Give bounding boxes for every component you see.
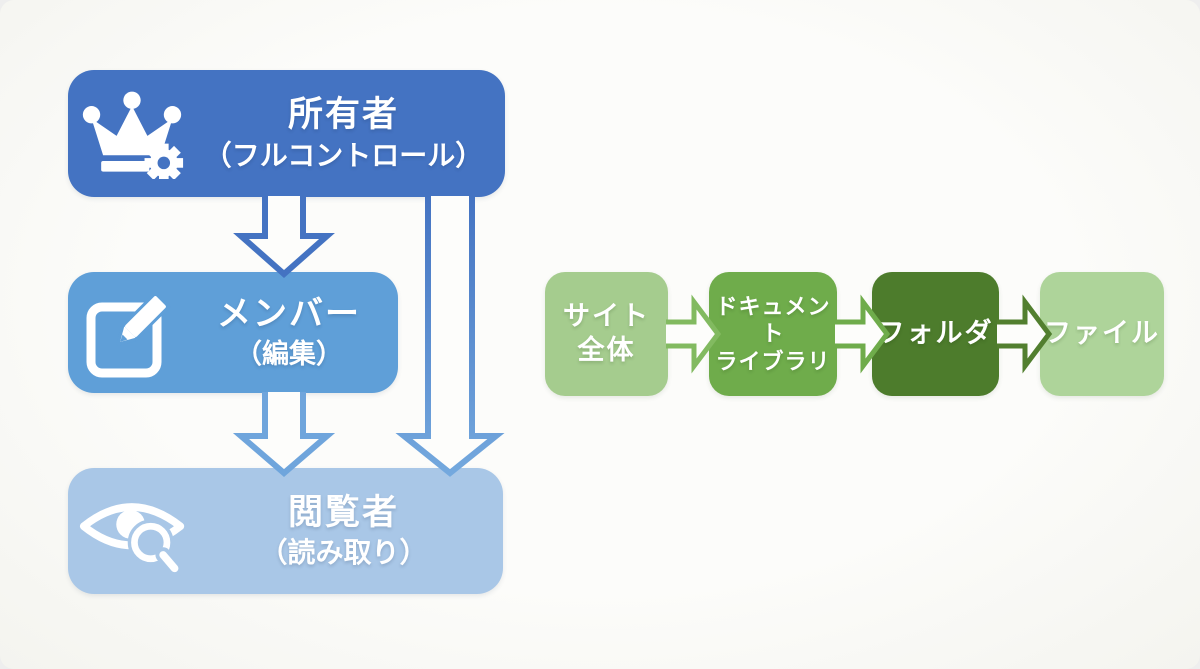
arrow-owner-to-viewer bbox=[395, 196, 505, 477]
arrow-folder-to-file bbox=[997, 294, 1053, 374]
role-box-viewer: 閲覧者 （読み取り） bbox=[68, 468, 503, 594]
role-owner-subtitle: （フルコントロール） bbox=[203, 139, 484, 171]
role-box-member: メンバー （編集） bbox=[68, 272, 398, 393]
role-box-owner: 所有者 （フルコントロール） bbox=[68, 70, 505, 197]
scope-box-library: ドキュメント ライブラリ bbox=[709, 272, 837, 396]
eye-magnifier-icon bbox=[68, 484, 198, 579]
role-viewer-subtitle: （読み取り） bbox=[259, 537, 428, 569]
scope-folder-label: フォルダ bbox=[877, 318, 994, 349]
role-viewer-title: 閲覧者 bbox=[287, 492, 399, 532]
arrow-owner-to-member bbox=[233, 196, 335, 279]
arrow-site-to-library bbox=[666, 294, 722, 374]
scope-box-folder: フォルダ bbox=[872, 272, 999, 396]
role-member-subtitle: （編集） bbox=[235, 338, 343, 369]
scope-box-site: サイト 全体 bbox=[545, 272, 668, 396]
role-member-text: メンバー （編集） bbox=[194, 295, 398, 369]
role-viewer-text: 閲覧者 （読み取り） bbox=[198, 493, 503, 569]
arrow-library-to-folder bbox=[835, 294, 891, 374]
arrow-member-to-viewer bbox=[232, 392, 336, 477]
edit-pencil-icon bbox=[68, 285, 194, 381]
scope-box-file: ファイル bbox=[1040, 272, 1164, 396]
crown-gear-icon bbox=[68, 89, 196, 179]
role-member-title: メンバー bbox=[217, 295, 361, 334]
scope-library-label: ドキュメント ライブラリ bbox=[715, 293, 831, 374]
scope-site-label: サイト 全体 bbox=[563, 301, 650, 365]
scope-file-label: ファイル bbox=[1044, 318, 1160, 349]
role-owner-title: 所有者 bbox=[287, 95, 399, 135]
role-owner-text: 所有者 （フルコントロール） bbox=[196, 95, 505, 171]
